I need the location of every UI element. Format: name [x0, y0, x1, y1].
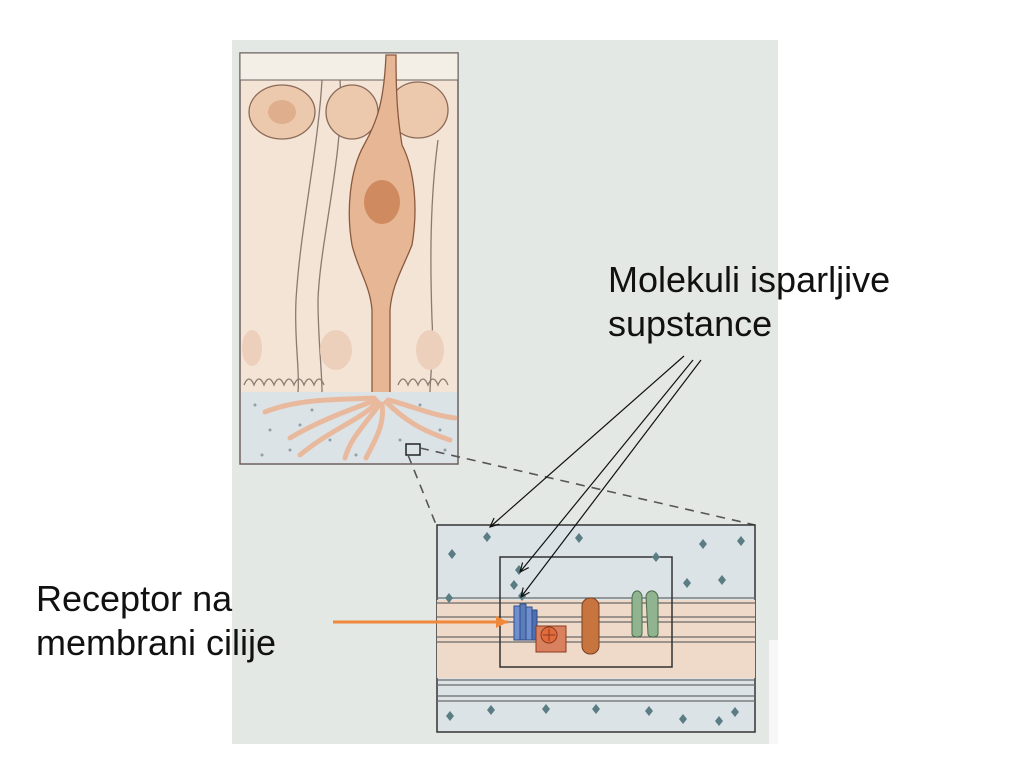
molecules-label-line2: supstance — [608, 303, 773, 344]
membrane-panel — [436, 524, 756, 733]
zoom-lines — [407, 447, 756, 528]
molecules-label: Molekuli isparljive supstance — [608, 258, 890, 346]
neuron-nucleus — [364, 180, 400, 224]
ion-channel — [581, 597, 600, 655]
molecules-label-line1: Molekuli isparljive — [608, 259, 891, 300]
receptor-label-line1: Receptor na — [36, 578, 233, 619]
receptor-label: Receptor na membrani cilije — [36, 577, 276, 665]
green-channel-protein — [631, 590, 659, 638]
g-protein — [535, 625, 567, 653]
epithelium-panel — [239, 52, 459, 465]
receptor-protein — [513, 603, 538, 641]
receptor-label-line2: membrani cilije — [36, 622, 277, 663]
zoom-box — [405, 443, 421, 456]
molecule-callout-arrows — [490, 355, 702, 597]
odorant-molecules — [445, 532, 745, 726]
